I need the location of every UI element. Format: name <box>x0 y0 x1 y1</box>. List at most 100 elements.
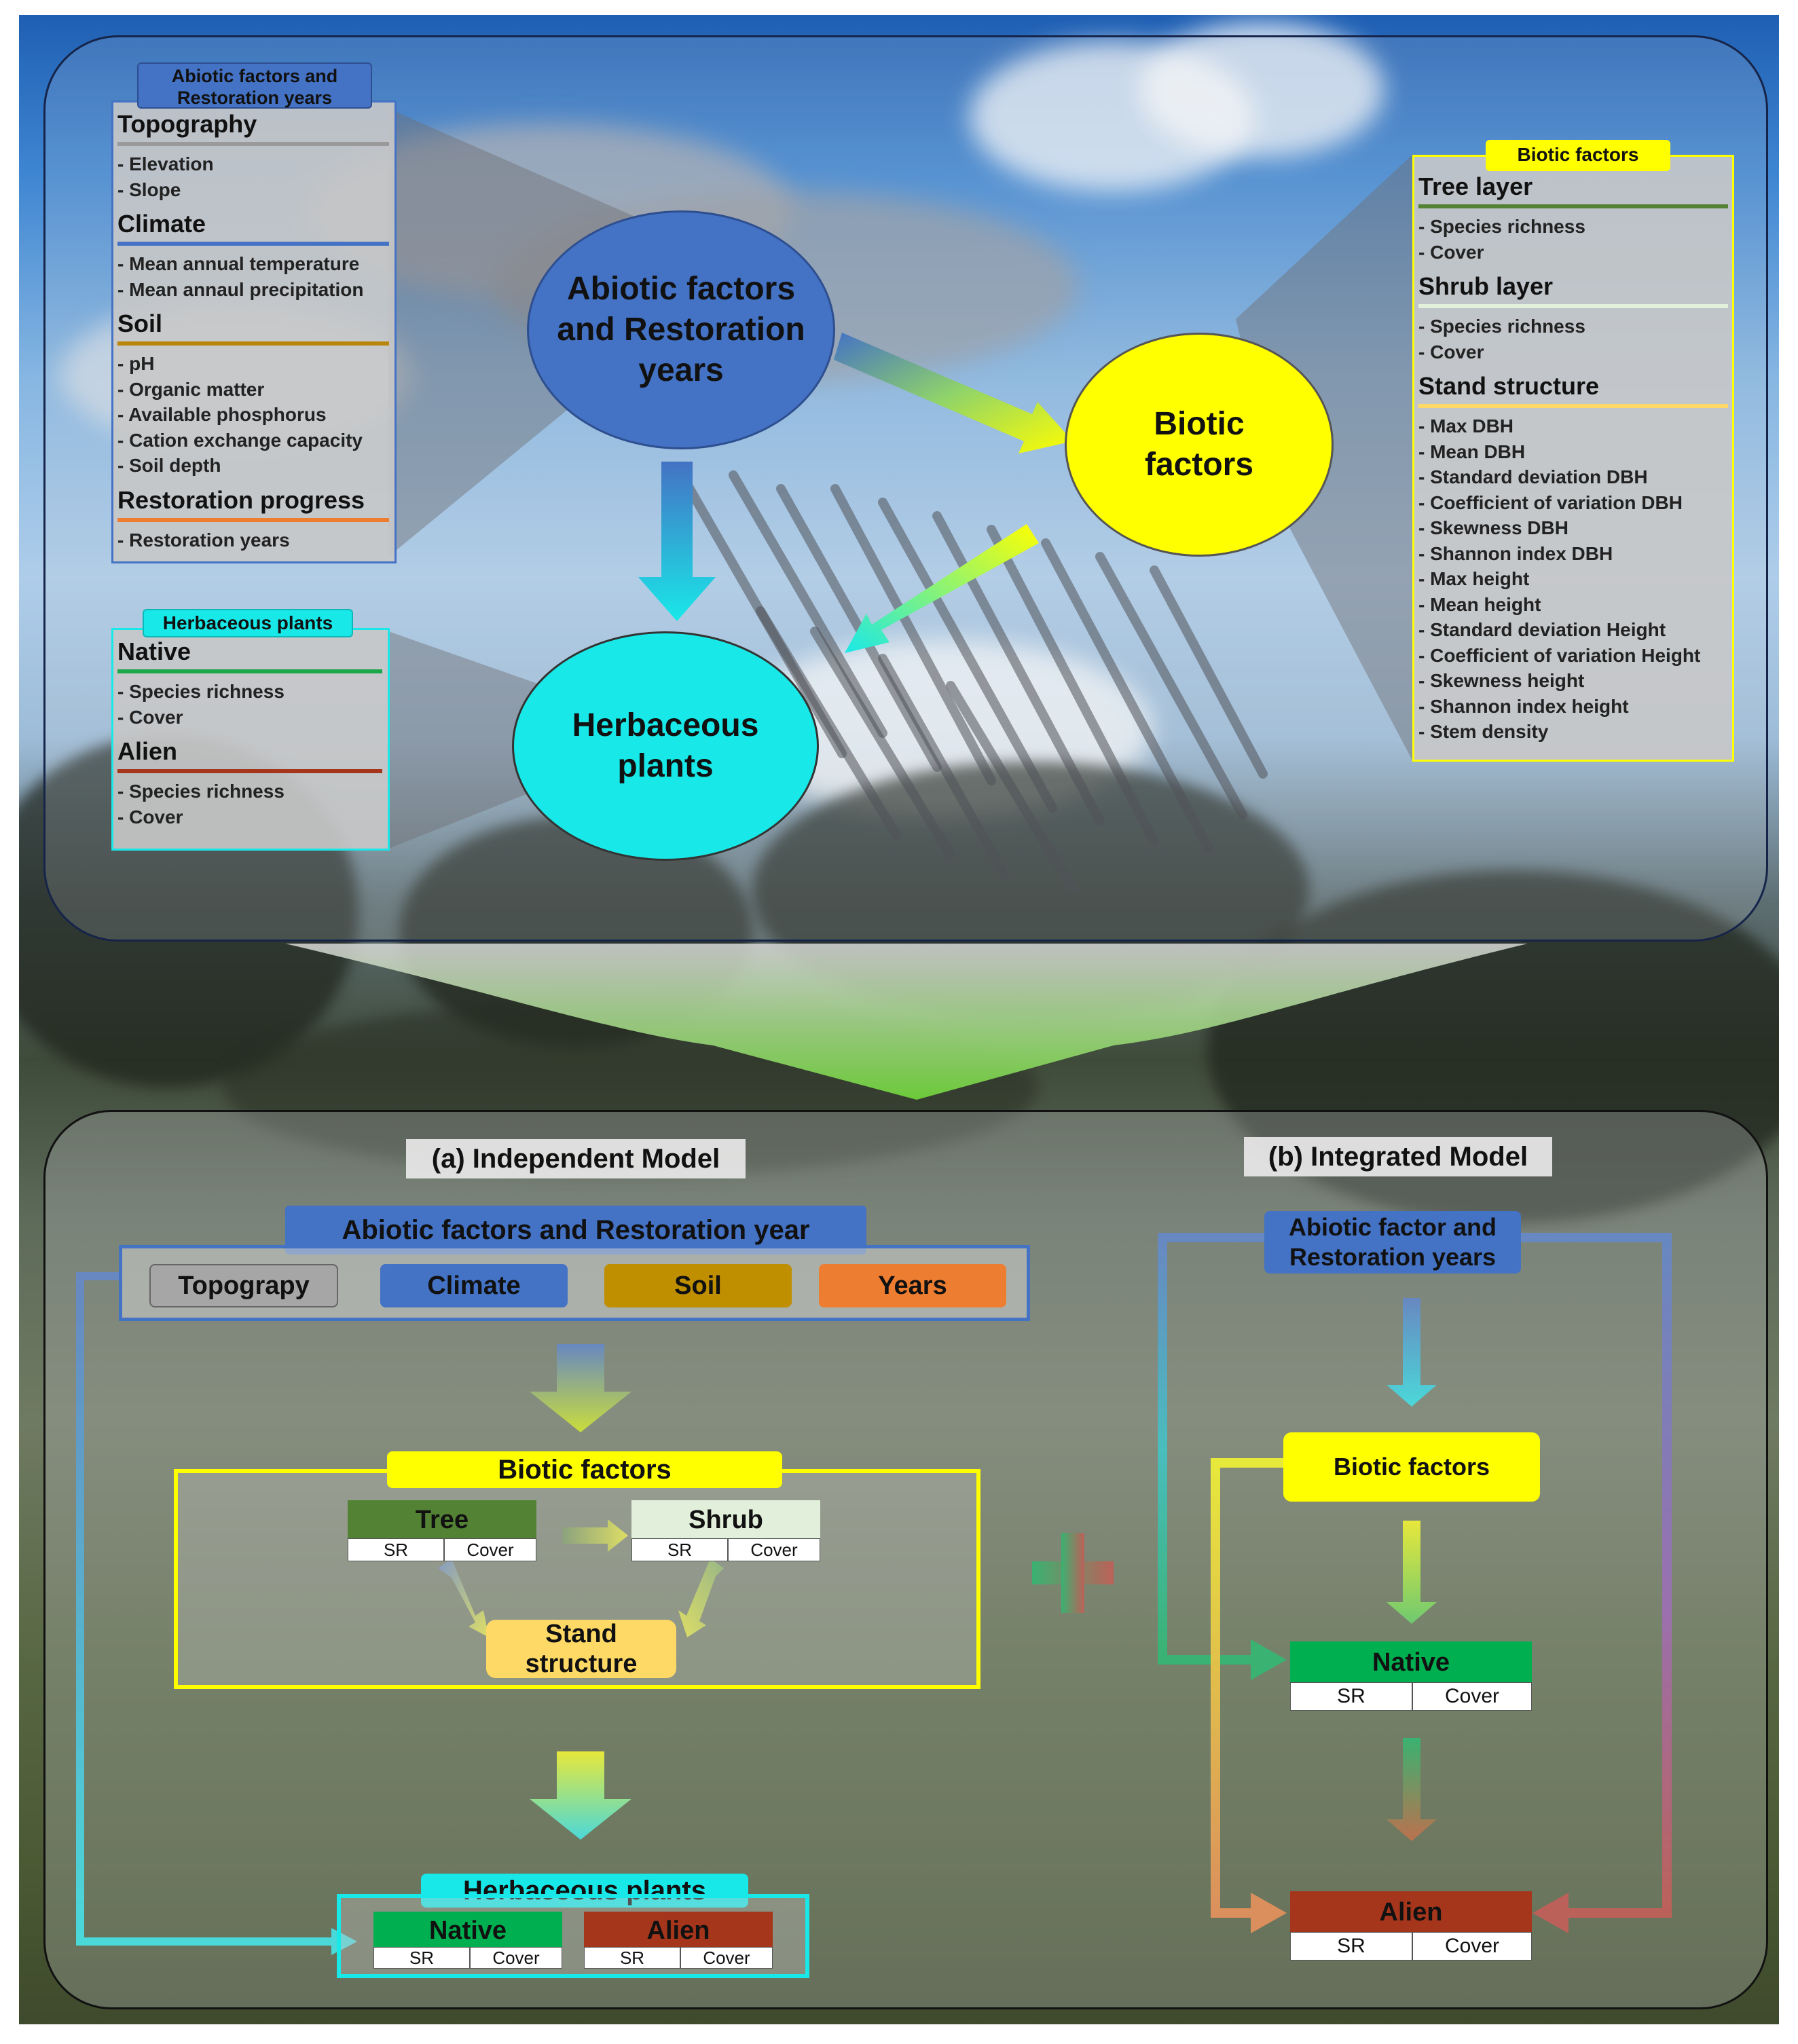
a-years-pill: Years <box>819 1264 1006 1307</box>
factor-group-underline <box>117 669 382 673</box>
factor-item: - Max height <box>1418 568 1530 589</box>
biotic-node: Biotic factors <box>1065 333 1334 557</box>
a-alien-box: Alien <box>584 1912 773 1950</box>
factor-item: - Max DBH <box>1418 415 1514 436</box>
a-native-sr: SR <box>373 1947 470 1969</box>
factor-item: - Coefficient of variation Height <box>1418 644 1701 666</box>
factor-group-header: Alien <box>117 737 178 765</box>
factor-item: - Species richness <box>117 781 285 802</box>
factor-item: - Mean annual temperature <box>117 253 360 274</box>
factor-item: - Available phosphorus <box>117 404 327 425</box>
factor-item: - Species richness <box>117 681 285 702</box>
factor-item: - Shannon index height <box>1418 695 1629 717</box>
a-climate-pill: Climate <box>380 1264 568 1307</box>
herb-box-tag: Herbaceous plants <box>143 609 353 637</box>
factor-group: Restoration progress - Restoration years <box>117 485 389 553</box>
factor-group-underline <box>1418 204 1728 208</box>
factor-group: Stand structure - Max DBH - Mean DBH - Stan… <box>1418 373 1728 745</box>
factor-item: - Coefficient of variation DBH <box>1418 491 1683 513</box>
factor-item: - Skewness height <box>1418 670 1585 691</box>
factor-group-underline <box>117 142 389 146</box>
b-abiotic-box: Abiotic factor and Restoration years <box>1264 1211 1521 1274</box>
factor-group: Native - Species richness - Cover <box>117 638 382 730</box>
factor-group: Tree layer - Species richness - Cover <box>1418 173 1728 265</box>
independent-model-title: (a) Independent Model <box>406 1139 746 1178</box>
a-soil-pill: Soil <box>604 1264 792 1307</box>
a-native-box: Native <box>373 1912 562 1950</box>
factor-item: - Slope <box>117 179 181 200</box>
factor-item: - Restoration years <box>117 529 290 551</box>
a-alien-sr: SR <box>584 1947 680 1969</box>
a-tree-sr: SR <box>348 1538 444 1561</box>
b-native-sr: SR <box>1290 1682 1412 1711</box>
b-alien-box: Alien <box>1290 1891 1532 1933</box>
a-stand-structure-box: Stand structure <box>486 1620 676 1678</box>
factor-item: - Mean annaul precipitation <box>117 278 364 300</box>
factor-group-underline <box>117 769 382 773</box>
factor-group-header: Restoration progress <box>117 485 365 514</box>
b-alien-cover: Cover <box>1412 1932 1532 1961</box>
factor-item: - Soil depth <box>117 455 221 476</box>
a-tree-box: Tree <box>348 1500 536 1540</box>
factor-group-underline <box>117 517 389 522</box>
a-native-cover: Cover <box>470 1947 562 1969</box>
abiotic-node: Abiotic factors and Restoration years <box>527 210 835 449</box>
factor-item: - Cover <box>1418 341 1484 363</box>
herbaceous-node: Herbaceous plants <box>512 631 819 861</box>
a-alien-cover: Cover <box>680 1947 773 1969</box>
a-shrub-box: Shrub <box>631 1500 820 1540</box>
factor-item: - Shannon index DBH <box>1418 542 1613 564</box>
b-native-cover: Cover <box>1412 1682 1532 1711</box>
factor-group-header: Shrub layer <box>1418 272 1554 300</box>
abiotic-box-tag: Abiotic factors and Restoration years <box>137 62 372 109</box>
factor-group: Climate - Mean annual temperature - Mean a… <box>117 210 389 302</box>
factor-item: - Mean DBH <box>1418 441 1526 462</box>
factor-item: - Species richness <box>1418 316 1585 337</box>
factor-group: Soil - pH - Organic matter - Available phos… <box>117 310 389 479</box>
factor-group-underline <box>117 341 389 346</box>
factor-item: - Organic matter <box>117 378 265 400</box>
factor-group: Topography - Elevation - Slope <box>117 111 389 202</box>
factor-item: - Species richness <box>1418 216 1585 237</box>
factor-group-header: Native <box>117 637 191 665</box>
factor-group-header: Soil <box>117 310 163 337</box>
a-tree-cover: Cover <box>444 1538 536 1561</box>
a-shrub-cover: Cover <box>728 1538 820 1561</box>
integrated-model-title: (b) Integrated Model <box>1244 1137 1552 1176</box>
factor-group: Shrub layer - Species richness - Cover <box>1418 273 1728 365</box>
b-native-box: Native <box>1290 1641 1532 1684</box>
factor-item: - pH <box>117 353 155 374</box>
factor-item: - Skewness DBH <box>1418 517 1568 538</box>
factor-item: - Cover <box>117 806 183 828</box>
factor-group-underline <box>1418 304 1728 308</box>
b-biotic-box: Biotic factors <box>1283 1432 1540 1502</box>
factor-item: - Standard deviation Height <box>1418 619 1666 640</box>
factor-group-header: Tree layer <box>1418 172 1533 200</box>
factor-item: - Stem density <box>1418 721 1549 742</box>
factor-group-underline <box>117 242 389 246</box>
a-shrub-sr: SR <box>631 1538 728 1561</box>
factor-item: - Cover <box>117 706 183 728</box>
a-herb-header: Herbaceous plants <box>421 1874 748 1908</box>
a-topography-pill: Topograpy <box>149 1264 338 1307</box>
factor-item: - Standard deviation DBH <box>1418 466 1648 487</box>
b-alien-sr: SR <box>1290 1932 1412 1961</box>
factor-item: - Mean height <box>1418 593 1541 615</box>
a-biotic-header: Biotic factors <box>387 1451 782 1488</box>
factor-item: - Elevation <box>117 153 214 174</box>
biotic-box-tag: Biotic factors <box>1486 140 1670 171</box>
factor-group: Alien - Species richness - Cover <box>117 738 382 830</box>
factor-group-header: Topography <box>117 110 257 138</box>
factor-group-underline <box>1418 404 1728 408</box>
factor-item: - Cover <box>1418 241 1484 263</box>
factor-group-header: Climate <box>117 210 206 238</box>
factor-item: - Cation exchange capacity <box>117 429 363 451</box>
factor-group-header: Stand structure <box>1418 372 1600 400</box>
